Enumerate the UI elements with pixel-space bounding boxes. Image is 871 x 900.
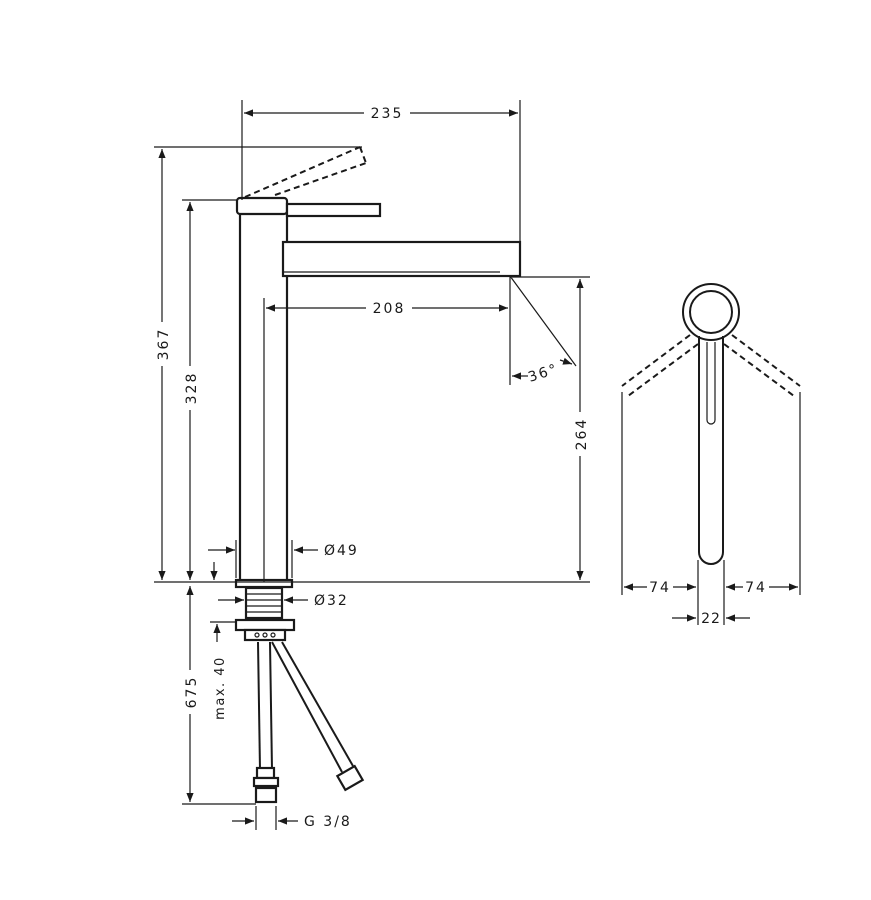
- dim-74-left: 74: [649, 580, 671, 596]
- supply-hoses: [252, 641, 365, 804]
- top-view-body-inner: [689, 290, 733, 334]
- top-view-handle: [698, 336, 724, 565]
- dim-g-3-8: G 3/8: [304, 814, 352, 830]
- dim-675: 675: [184, 676, 200, 709]
- faucet-spout: [281, 240, 522, 278]
- side-view: 235 208 36° 367 328 264: [152, 100, 590, 830]
- faucet-cap: [235, 196, 289, 216]
- top-view-body-outer: [682, 283, 740, 341]
- dim-diameter-32: Ø32: [314, 593, 349, 609]
- dim-235: 235: [371, 106, 404, 122]
- mounting-nut: [234, 618, 296, 632]
- lever-handle: [285, 202, 382, 218]
- top-view: 74 74 22: [621, 283, 801, 627]
- dim-22: 22: [701, 611, 721, 627]
- dim-36-degree: 36°: [526, 361, 560, 386]
- dim-264: 264: [574, 418, 590, 451]
- dim-208: 208: [373, 301, 406, 317]
- dim-74-right: 74: [745, 580, 767, 596]
- dim-328: 328: [184, 372, 200, 405]
- dim-367: 367: [156, 328, 172, 361]
- threaded-shank: [244, 586, 284, 620]
- lever-raised-outline: [244, 146, 361, 198]
- dim-max-40: max. 40: [213, 656, 228, 720]
- dim-diameter-49: Ø49: [324, 543, 359, 559]
